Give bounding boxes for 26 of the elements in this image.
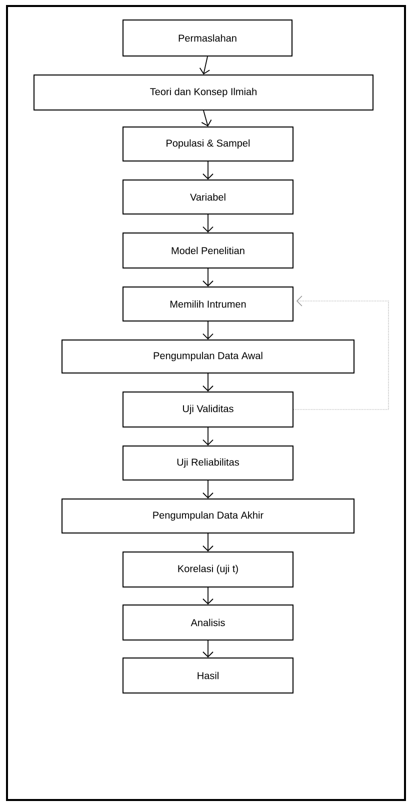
arrow — [202, 373, 214, 392]
process-box: Model Penelitian — [122, 232, 294, 268]
process-box: Pengumpulan Data Awal — [62, 340, 354, 374]
arrow — [201, 110, 212, 126]
arrow — [202, 427, 214, 446]
process-box: Populasi & Sampel — [122, 126, 294, 162]
process-box: Pengumpulan Data Akhir — [62, 498, 354, 534]
process-box: Hasil — [122, 658, 294, 694]
arrow — [202, 587, 214, 604]
process-box: Korelasi (uji t) — [122, 552, 294, 588]
process-box: Analisis — [122, 604, 294, 640]
arrow — [202, 533, 214, 552]
arrow — [202, 640, 214, 658]
feedback-arrow — [293, 296, 389, 410]
process-box: Memilih Intrumen — [122, 286, 294, 322]
process-box: Permaslahan — [122, 20, 292, 56]
arrow — [202, 480, 214, 498]
arrow — [202, 161, 214, 180]
process-box: Uji Validitas — [122, 392, 294, 428]
arrow — [202, 214, 214, 232]
arrow — [199, 56, 210, 74]
process-box: Teori dan Konsep Ilmiah — [34, 74, 374, 110]
process-box: Uji Reliabilitas — [122, 446, 294, 480]
arrow — [202, 321, 214, 340]
process-box: Variabel — [122, 180, 294, 214]
arrow — [202, 268, 214, 286]
